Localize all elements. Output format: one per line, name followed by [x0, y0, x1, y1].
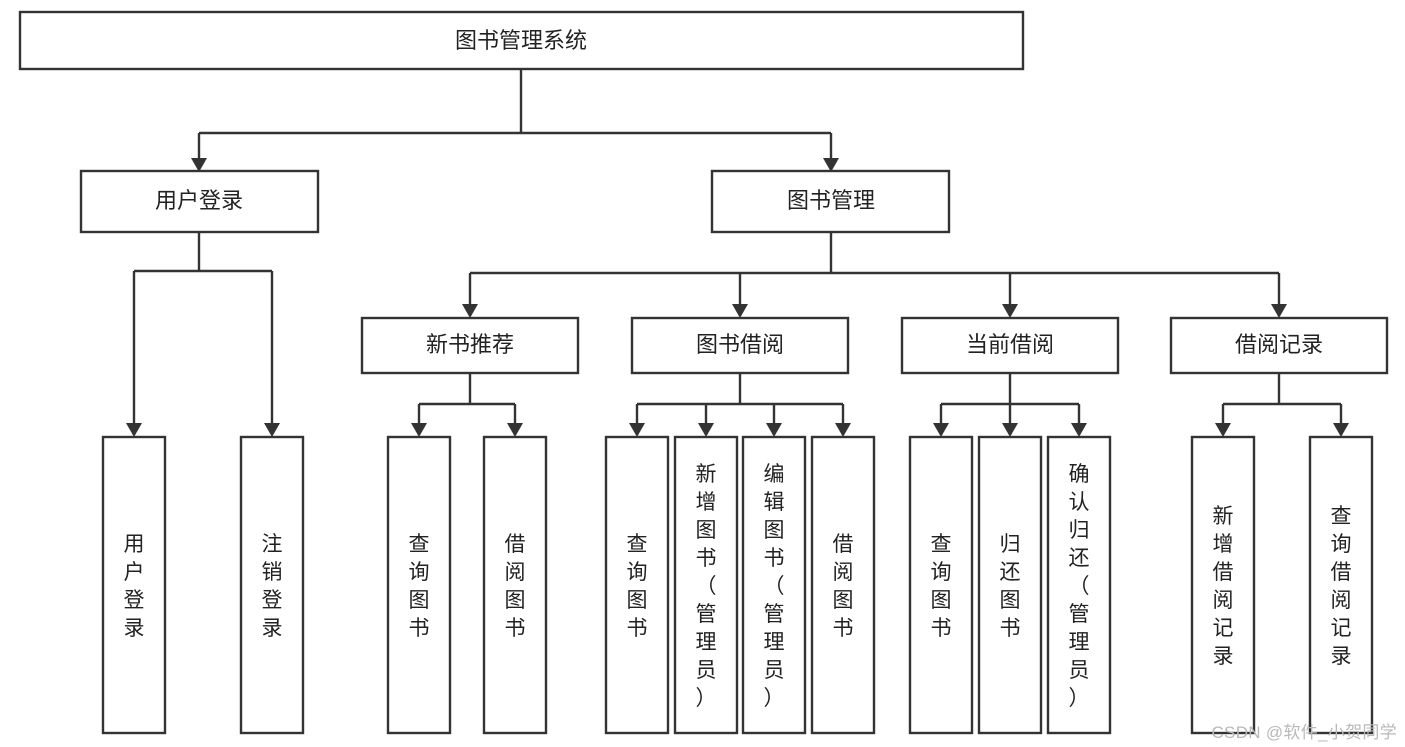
node-leaf-query-book-2[interactable]: 查询图书 — [604, 435, 670, 735]
arrowhead-leaf-borrow-book-1 — [507, 423, 523, 437]
arrowhead-leaf-user-login — [126, 423, 142, 437]
node-leaf-query-book-1-box[interactable] — [386, 435, 452, 735]
node-leaf-confirm-return-label: 确认归还（管理员） — [1069, 463, 1090, 710]
node-root-box[interactable] — [18, 10, 1025, 71]
connector-borrow-record-bus — [1221, 373, 1343, 425]
node-user-login-label: 用户登录 — [155, 188, 243, 213]
connector-current-borrow-bus — [939, 373, 1081, 425]
node-leaf-logout-login-box[interactable] — [239, 435, 305, 735]
arrowhead-leaf-confirm-return — [1071, 423, 1087, 437]
connector-book-manage-bus — [468, 232, 1281, 306]
node-book-manage-label: 图书管理 — [787, 188, 875, 213]
connector-book-borrow-bus — [635, 373, 845, 425]
arrowhead-user-login — [191, 158, 207, 172]
arrowhead-leaf-borrow-book-2 — [835, 423, 851, 437]
node-leaf-query-record-label: 查询借阅记录 — [1331, 505, 1352, 668]
connector-root-bus — [197, 69, 831, 160]
connector-layer — [126, 69, 1349, 437]
node-leaf-query-book-3-label: 查询图书 — [931, 533, 952, 640]
node-root-label: 图书管理系统 — [455, 28, 587, 53]
node-new-book-recommend-label: 新书推荐 — [426, 332, 514, 357]
node-book-manage-box[interactable] — [710, 169, 951, 234]
node-leaf-query-book-3-box[interactable] — [908, 435, 974, 735]
node-leaf-add-record[interactable]: 新增借阅记录 — [1190, 435, 1256, 735]
node-leaf-borrow-book-2[interactable]: 借阅图书 — [810, 435, 876, 735]
node-leaf-edit-book-label: 编辑图书（管理员） — [764, 463, 785, 710]
arrowhead-leaf-query-book-2 — [629, 423, 645, 437]
node-borrow-record[interactable]: 借阅记录 — [1169, 316, 1389, 375]
node-book-borrow[interactable]: 图书借阅 — [630, 316, 850, 375]
node-leaf-confirm-return-box[interactable] — [1046, 435, 1112, 735]
node-new-book-recommend[interactable]: 新书推荐 — [360, 316, 580, 375]
arrowhead-current-borrow — [1002, 304, 1018, 318]
node-leaf-borrow-book-2-label: 借阅图书 — [833, 533, 854, 640]
node-book-borrow-label: 图书借阅 — [696, 332, 784, 357]
arrowhead-leaf-return-book — [1002, 423, 1018, 437]
node-leaf-return-book-box[interactable] — [977, 435, 1043, 735]
node-leaf-logout-login-label: 注销登录 — [262, 533, 283, 640]
node-leaf-borrow-book-1[interactable]: 借阅图书 — [482, 435, 548, 735]
node-leaf-add-book-box[interactable] — [673, 435, 739, 735]
node-book-borrow-box[interactable] — [630, 316, 850, 375]
node-leaf-query-book-1-label: 查询图书 — [409, 533, 430, 640]
node-leaf-user-login-label: 用户登录 — [124, 533, 145, 640]
arrowhead-leaf-edit-book — [766, 423, 782, 437]
node-leaf-borrow-book-1-label: 借阅图书 — [505, 533, 526, 640]
node-leaf-query-book-3[interactable]: 查询图书 — [908, 435, 974, 735]
arrowhead-leaf-logout-login — [264, 423, 280, 437]
node-current-borrow[interactable]: 当前借阅 — [900, 316, 1120, 375]
arrowhead-borrow-record — [1271, 304, 1287, 318]
node-leaf-query-book-2-label: 查询图书 — [627, 533, 648, 640]
node-leaf-borrow-book-1-box[interactable] — [482, 435, 548, 735]
arrowhead-leaf-query-book-3 — [933, 423, 949, 437]
node-current-borrow-label: 当前借阅 — [966, 332, 1054, 357]
node-leaf-query-record[interactable]: 查询借阅记录 — [1308, 435, 1374, 735]
arrowhead-leaf-add-record — [1215, 423, 1231, 437]
node-borrow-record-box[interactable] — [1169, 316, 1389, 375]
csdn-watermark: CSDN @软件_小贺同学 — [1211, 723, 1397, 742]
node-user-login[interactable]: 用户登录 — [79, 169, 320, 234]
node-book-manage[interactable]: 图书管理 — [710, 169, 951, 234]
node-borrow-record-label: 借阅记录 — [1235, 332, 1323, 357]
arrowhead-leaf-query-book-1 — [411, 423, 427, 437]
arrowhead-leaf-add-book — [698, 423, 714, 437]
node-leaf-return-book-label: 归还图书 — [1000, 533, 1021, 640]
node-leaf-add-book[interactable]: 新增图书（管理员） — [673, 435, 739, 735]
node-leaf-query-record-box[interactable] — [1308, 435, 1374, 735]
node-leaf-confirm-return[interactable]: 确认归还（管理员） — [1046, 435, 1112, 735]
node-leaf-return-book[interactable]: 归还图书 — [977, 435, 1043, 735]
arrowhead-leaf-query-record — [1333, 423, 1349, 437]
node-leaf-edit-book[interactable]: 编辑图书（管理员） — [741, 435, 807, 735]
node-leaf-add-book-label: 新增图书（管理员） — [696, 463, 717, 710]
connector-user-login-bus — [132, 232, 274, 425]
arrowhead-book-borrow — [732, 304, 748, 318]
node-leaf-query-book-2-box[interactable] — [604, 435, 670, 735]
node-leaf-add-record-box[interactable] — [1190, 435, 1256, 735]
node-leaf-borrow-book-2-box[interactable] — [810, 435, 876, 735]
node-leaf-query-book-1[interactable]: 查询图书 — [386, 435, 452, 735]
node-user-login-box[interactable] — [79, 169, 320, 234]
node-leaf-logout-login[interactable]: 注销登录 — [239, 435, 305, 735]
node-root[interactable]: 图书管理系统 — [18, 10, 1025, 71]
node-leaf-add-record-label: 新增借阅记录 — [1213, 505, 1234, 668]
node-leaf-user-login[interactable]: 用户登录 — [101, 435, 167, 735]
node-leaf-edit-book-box[interactable] — [741, 435, 807, 735]
connector-new-book-recommend-bus — [417, 373, 517, 425]
arrowhead-book-manage — [823, 158, 839, 172]
arrowhead-new-book-recommend — [462, 304, 478, 318]
node-leaf-user-login-box[interactable] — [101, 435, 167, 735]
node-current-borrow-box[interactable] — [900, 316, 1120, 375]
node-new-book-recommend-box[interactable] — [360, 316, 580, 375]
